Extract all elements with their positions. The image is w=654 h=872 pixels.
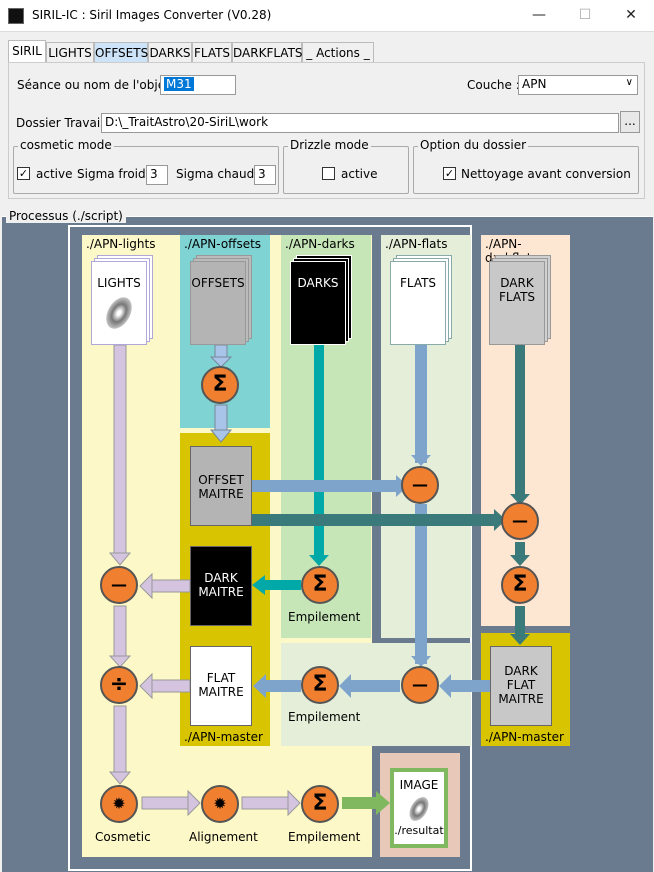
offset-master: OFFSET MAITRE [190, 446, 252, 526]
title-bar: SIRIL-IC : Siril Images Converter (V0.28… [0, 0, 654, 32]
darkflats-stack: DARK FLATS [489, 255, 551, 345]
offsets-folder: ./APN-offsets [184, 237, 262, 251]
sum-operator-darks: Σ [301, 566, 339, 604]
workdir-input[interactable]: D:\_TraitAstro\20-SiriL\work [101, 113, 619, 133]
minus-operator-flats: — [401, 466, 439, 504]
drizzle-active-label: active [341, 167, 378, 181]
object-value: M31 [164, 77, 194, 91]
lights-folder: ./APN-lights [86, 237, 156, 251]
flats-folder: ./APN-flats [385, 237, 448, 251]
sum-operator-offsets: Σ [201, 366, 239, 404]
darks-folder: ./APN-darks [285, 237, 355, 251]
lights-stack: LIGHTS [91, 255, 153, 345]
process-diagram-frame [68, 225, 472, 871]
tab-darkflats[interactable]: DARKFLATS [232, 42, 303, 63]
tab-flats[interactable]: FLATS [192, 42, 232, 63]
sigma-cold-label: Sigma froid: [77, 167, 150, 181]
flats-stack-label: FLATS [390, 261, 446, 345]
clean-checkbox[interactable]: ✓ [443, 167, 456, 180]
sigma-cold-input[interactable]: 3 [146, 165, 168, 185]
folder-option-group: Option du dossier [413, 138, 639, 194]
chevron-down-icon: ∨ [625, 77, 633, 88]
master-folder-2: ./APN-master [485, 730, 564, 744]
drizzle-checkbox[interactable] [322, 167, 335, 180]
gear-icon: ✹ [100, 785, 138, 823]
minus-operator-flats-2: — [401, 666, 439, 704]
tab-offsets[interactable]: OFFSETS [94, 42, 148, 63]
darkflats-stack-label: DARK FLATS [489, 261, 545, 345]
drizzle-title: Drizzle mode [288, 138, 371, 152]
object-label: Séance ou nom de l'objet: [17, 78, 174, 92]
offsets-stack-label: OFFSETS [190, 261, 246, 345]
master-folder: ./APN-master [184, 730, 263, 744]
gear-icon-align: ✹ [201, 785, 239, 823]
result-galaxy-icon [405, 793, 433, 825]
layer-value: APN [522, 77, 547, 91]
result-folder: ./resultat [394, 824, 444, 837]
caption-stack-final: Empilement [288, 830, 361, 844]
caption-stack-flats: Empilement [288, 710, 361, 724]
layer-select[interactable]: APN ∨ [518, 75, 638, 95]
offsets-stack: OFFSETS [190, 255, 252, 345]
lights-stack-label: LIGHTS [97, 276, 141, 290]
flat-master: FLAT MAITRE [190, 646, 252, 726]
minimize-button[interactable]: — [532, 7, 546, 23]
sigma-hot-input[interactable]: 3 [254, 165, 276, 185]
divide-operator-lights: ÷ [100, 666, 138, 704]
clean-label: Nettoyage avant conversion [461, 167, 631, 181]
drizzle-group: Drizzle mode [283, 138, 409, 194]
close-button[interactable]: ✕ [625, 7, 637, 23]
process-title: Processus (./script) [6, 209, 126, 223]
cosmetic-title: cosmetic mode [18, 138, 114, 152]
galaxy-icon [100, 292, 138, 334]
caption-cosmetic: Cosmetic [95, 830, 151, 844]
tab-actions[interactable]: _ Actions _ [302, 42, 374, 63]
layer-label: Couche : [467, 78, 520, 92]
caption-stack-darks: Empilement [288, 610, 361, 624]
tab-siril[interactable]: SIRIL [8, 40, 46, 64]
minus-operator-darkflats: — [501, 502, 539, 540]
cosmetic-group: cosmetic mode [13, 138, 279, 194]
sum-operator-flats: Σ [301, 666, 339, 704]
result-image: IMAGE ./resultat [390, 768, 448, 848]
cosmetic-active-label: active [36, 167, 73, 181]
darkflat-master: DARK FLAT MAITRE [490, 646, 552, 726]
browse-button[interactable]: ... [620, 111, 640, 133]
dark-master: DARK MAITRE [190, 546, 252, 626]
tab-lights[interactable]: LIGHTS [46, 42, 94, 63]
workdir-label: Dossier Travail : [16, 116, 112, 130]
caption-align: Alignement [189, 830, 258, 844]
app-icon [8, 8, 24, 24]
sum-operator-final: Σ [301, 785, 339, 823]
sum-operator-darkflats: Σ [501, 566, 539, 604]
result-label: IMAGE [399, 778, 439, 792]
darks-stack: DARKS [290, 255, 352, 345]
tab-darks[interactable]: DARKS [148, 42, 192, 63]
folder-option-title: Option du dossier [418, 138, 529, 152]
darks-stack-label: DARKS [290, 261, 346, 345]
sigma-hot-label: Sigma chaud: [176, 167, 259, 181]
minus-operator-lights: — [100, 566, 138, 604]
flats-stack: FLATS [390, 255, 452, 345]
cosmetic-checkbox[interactable]: ✓ [17, 167, 30, 180]
object-input[interactable]: M31 [160, 75, 236, 95]
window-title: SIRIL-IC : Siril Images Converter (V0.28… [32, 8, 272, 22]
maximize-button[interactable]: ☐ [578, 7, 592, 23]
